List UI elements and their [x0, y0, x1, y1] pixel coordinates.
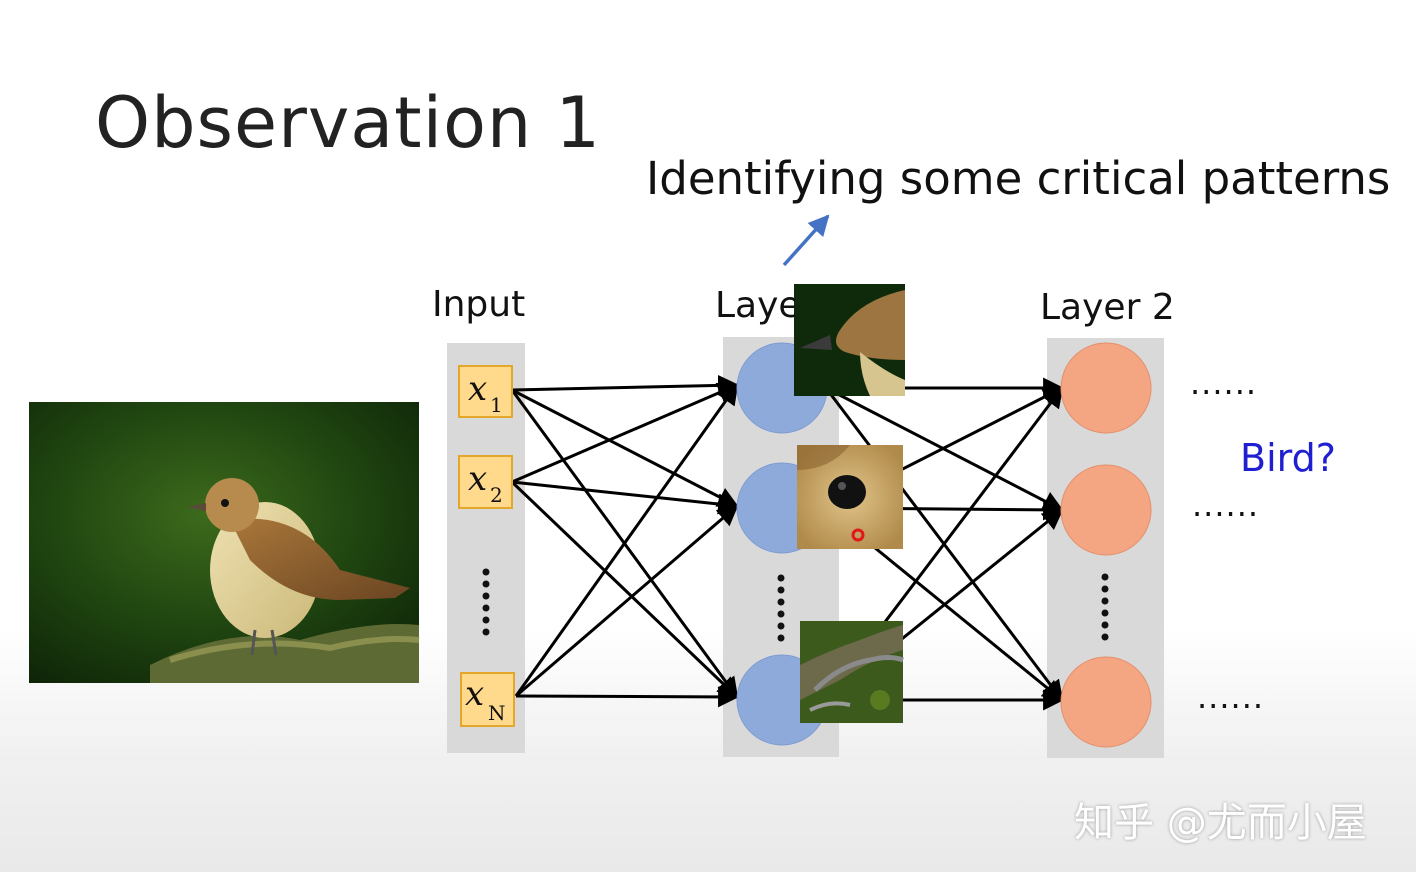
input-label: Input [432, 284, 526, 325]
bird-question-label: Bird? [1240, 436, 1336, 480]
layer2-neuron-2 [1060, 464, 1152, 556]
zhihu-watermark: 知乎 @尤而小屋 [1074, 800, 1367, 846]
xn-base: x [465, 674, 484, 714]
beak-pattern-patch [794, 284, 905, 396]
annotation-arrow [782, 214, 830, 267]
output-ellipsis-2: ...... [1192, 486, 1260, 524]
layer2-vertical-ellipsis [1101, 573, 1109, 641]
output-ellipsis-1: ...... [1190, 364, 1258, 402]
input-vertical-ellipsis [482, 568, 490, 636]
layer2-neuron-n [1060, 656, 1152, 748]
input-node-xn: x N [460, 672, 515, 727]
layer1-vertical-ellipsis [777, 574, 785, 642]
x2-sub: 2 [490, 483, 503, 507]
x1-base: x [468, 369, 487, 409]
input-to-layer1-edges [510, 374, 740, 708]
pattern-annotation: Identifying some critical patterns [646, 152, 1391, 205]
slide-title: Observation 1 [95, 82, 602, 164]
xn-sub: N [488, 701, 506, 725]
layer2-label: Layer 2 [1040, 287, 1175, 328]
x2-base: x [468, 459, 487, 499]
input-node-x2: x 2 [458, 455, 513, 509]
claw-pattern-patch [800, 621, 904, 723]
eye-pattern-patch [797, 445, 903, 549]
layer1-label: Layer 1 [715, 285, 795, 326]
output-ellipsis-3: ...... [1197, 678, 1265, 716]
layer2-neuron-1 [1060, 342, 1152, 434]
bird-photo [29, 402, 420, 683]
input-node-x1: x 1 [458, 365, 513, 418]
x1-sub: 1 [490, 393, 503, 417]
